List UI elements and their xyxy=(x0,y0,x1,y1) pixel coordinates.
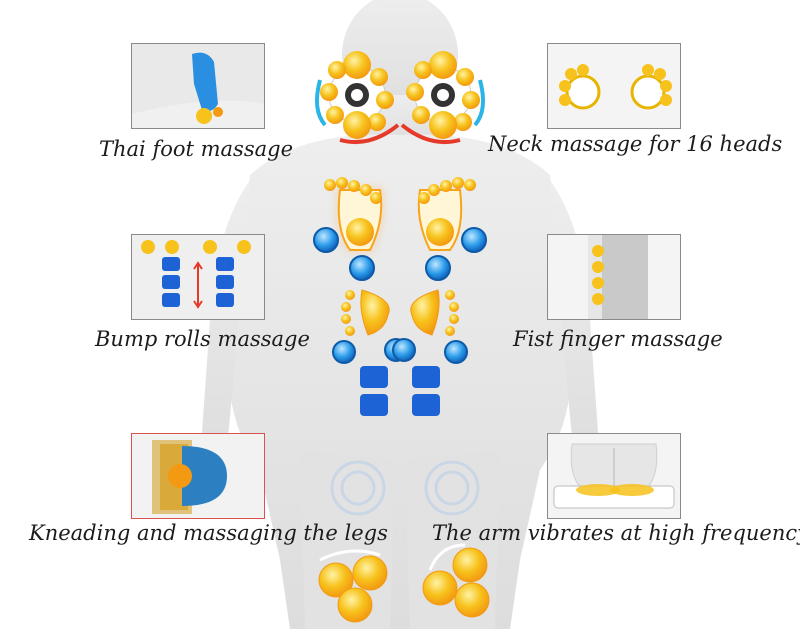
leg-rings xyxy=(330,460,480,516)
back-nodes-right xyxy=(392,177,487,416)
arm-vibration-caption: The arm vibrates at high frequency xyxy=(432,521,800,545)
arm-vibration-thumbnail xyxy=(547,433,681,519)
neck-massage-caption: Neck massage for 16 heads xyxy=(488,132,783,156)
leg-kneading-nodes xyxy=(318,543,490,623)
bump-rolls-caption: Bump rolls massage xyxy=(95,327,310,351)
fist-finger-thumbnail xyxy=(547,234,681,320)
thai-foot-caption: Thai foot massage xyxy=(99,137,293,161)
legs-kneading-thumbnail xyxy=(131,433,265,519)
fist-finger-caption: Fist finger massage xyxy=(513,327,723,351)
legs-caption: Kneading and massaging the legs xyxy=(29,521,388,545)
bump-rolls-thumbnail xyxy=(131,234,265,320)
thai-foot-thumbnail xyxy=(131,43,265,129)
neck-massage-heads xyxy=(314,51,486,145)
neck-massage-thumbnail xyxy=(547,43,681,129)
